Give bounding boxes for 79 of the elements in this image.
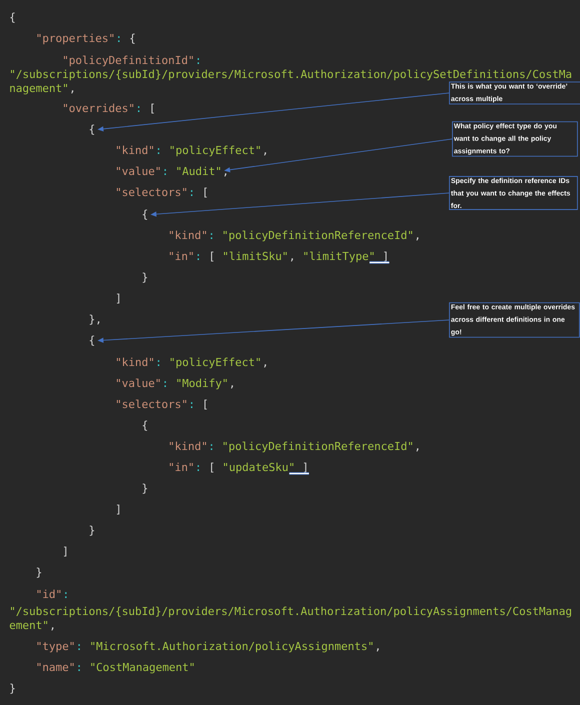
code-colon: : bbox=[198, 58, 199, 64]
code-colon: : bbox=[78, 665, 80, 671]
code-punctuation: { bbox=[90, 124, 94, 135]
code-string: "/subscriptions/{subId}/providers/Microsoft.Authorization/policyAssignments/CostManag bbox=[11, 606, 572, 618]
code-key: "kind" bbox=[170, 230, 206, 240]
code-string: "policyDefinitionReferenceId" bbox=[224, 230, 412, 242]
code-key: "in" bbox=[170, 252, 193, 260]
code-string: "policyEffect" bbox=[170, 358, 260, 368]
code-punctuation: ] bbox=[64, 546, 66, 556]
code-key: "kind" bbox=[170, 442, 206, 450]
code-colon: : bbox=[210, 233, 212, 239]
code-punctuation: { bbox=[90, 336, 94, 346]
code-punctuation: ] bbox=[384, 252, 387, 262]
code-punctuation: , bbox=[231, 385, 233, 389]
code-punctuation: [ bbox=[211, 252, 214, 262]
code-key: "value" bbox=[116, 166, 160, 176]
code-punctuation: ] bbox=[304, 462, 306, 472]
code-string: "policyEffect" bbox=[170, 146, 260, 156]
code-string: "limitType" bbox=[304, 252, 374, 262]
code-punctuation: , bbox=[52, 627, 54, 631]
code-punctuation: [ bbox=[204, 188, 207, 198]
code-punctuation: , bbox=[224, 173, 226, 177]
code-key: "name" bbox=[38, 662, 74, 672]
code-punctuation: , bbox=[416, 237, 418, 241]
code-punctuation: { bbox=[10, 12, 15, 23]
code-punctuation: , bbox=[264, 364, 266, 368]
code-punctuation: [ bbox=[152, 104, 154, 114]
code-punctuation: } bbox=[142, 272, 148, 283]
code-punctuation: , bbox=[264, 152, 266, 156]
code-colon: : bbox=[191, 190, 192, 196]
code-string: "Modify" bbox=[177, 378, 227, 390]
code-punctuation: [ bbox=[211, 462, 214, 472]
code-punctuation: , bbox=[71, 90, 74, 94]
code-colon: : bbox=[198, 465, 199, 471]
code-key: "id" bbox=[38, 590, 60, 598]
code-colon: : bbox=[210, 444, 212, 450]
code-colon: : bbox=[118, 36, 120, 42]
code-punctuation: ] bbox=[116, 294, 120, 304]
code-colon: : bbox=[164, 169, 166, 175]
code-punctuation: , bbox=[416, 448, 418, 452]
code-punctuation: ] bbox=[116, 504, 120, 514]
code-key: "in" bbox=[170, 462, 193, 471]
code-key: "policyDefinitionId" bbox=[64, 56, 193, 66]
code-key: "kind" bbox=[116, 146, 154, 154]
code-punctuation: { bbox=[142, 420, 148, 431]
code-colon: : bbox=[158, 360, 160, 366]
code-string: "limitSku" bbox=[224, 252, 287, 260]
code-punctuation: } bbox=[90, 526, 94, 536]
code-key: "kind" bbox=[116, 358, 154, 366]
code-punctuation: } bbox=[36, 568, 42, 578]
code-colon: : bbox=[138, 106, 140, 112]
code-string: nagement" bbox=[10, 84, 67, 94]
code-punctuation: } bbox=[10, 684, 15, 694]
code-punctuation: , bbox=[291, 258, 293, 262]
code-key: "type" bbox=[38, 642, 74, 652]
code-key: "selectors" bbox=[116, 188, 186, 196]
code-string: "CostManagement" bbox=[91, 662, 194, 674]
code-punctuation: }, bbox=[90, 314, 100, 325]
code-string: "updateSku" bbox=[224, 462, 294, 474]
code-punctuation: , bbox=[376, 648, 379, 652]
code-colon: : bbox=[198, 254, 199, 260]
code-key: "value" bbox=[116, 378, 160, 388]
code-key: "properties" bbox=[38, 34, 114, 44]
code-punctuation: [ bbox=[204, 400, 207, 410]
code-colon: : bbox=[78, 644, 80, 650]
code-colon: : bbox=[158, 148, 160, 154]
code-punctuation: { bbox=[130, 34, 135, 44]
code-string: "Microsoft.Authorization/policyAssignments" bbox=[91, 642, 372, 652]
code-key: "selectors" bbox=[116, 400, 186, 408]
code-string: "policyDefinitionReferenceId" bbox=[224, 442, 412, 452]
code-string: ement" bbox=[10, 620, 48, 630]
code-colon: : bbox=[164, 381, 166, 387]
code-key: "overrides" bbox=[64, 104, 134, 112]
code-punctuation: { bbox=[142, 210, 148, 220]
code-string: "Audit" bbox=[177, 166, 220, 176]
code-string: "/subscriptions/{subId}/providers/Microsoft.Authorization/policySetDefinitions/CostMa bbox=[11, 70, 572, 80]
code-colon: : bbox=[65, 592, 67, 598]
code-colon: : bbox=[191, 402, 192, 408]
code-punctuation: } bbox=[142, 484, 148, 494]
